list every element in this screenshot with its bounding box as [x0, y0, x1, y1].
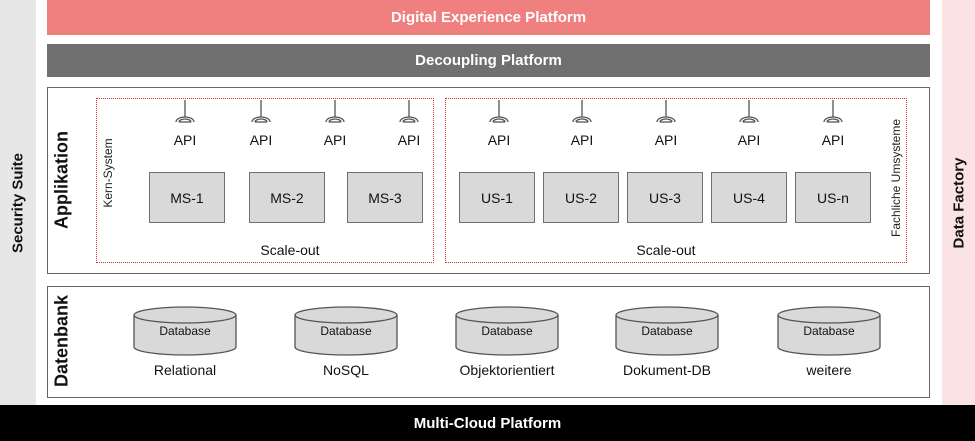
service-box-us-1: US-1 [459, 172, 535, 223]
api-label: API [654, 132, 678, 148]
database-caption: weitere [806, 362, 852, 378]
service-box-us-2: US-2 [543, 172, 619, 223]
database-cylinder-label: Database [320, 324, 372, 338]
database-cylinder: Database [133, 306, 237, 356]
api-label: API [570, 132, 594, 148]
api-antenna-icon [325, 100, 345, 123]
database-cylinder-icon [777, 306, 881, 356]
security-suite-bar: Security Suite [0, 0, 36, 405]
database-cylinder-icon [615, 306, 719, 356]
api-endpoint: API [241, 100, 281, 150]
multi-cloud-platform-bar: Multi-Cloud Platform [0, 405, 975, 441]
decoupling-platform-label: Decoupling Platform [415, 52, 562, 69]
service-label: US-1 [481, 189, 513, 206]
data-factory-bar: Data Factory [942, 0, 975, 405]
database-cylinder-label: Database [803, 324, 855, 338]
fachliche-umsysteme-label: Fachliche Umsysteme [889, 118, 903, 238]
database-cylinder-label: Database [481, 324, 533, 338]
database-cylinder-label: Database [159, 324, 211, 338]
api-antenna-icon [251, 100, 271, 123]
database-cylinder: Database [615, 306, 719, 356]
application-row-label: Applikation [51, 131, 72, 229]
database-cylinder: Database [777, 306, 881, 356]
fachliche-umsysteme-group [445, 98, 907, 263]
api-label: API [249, 132, 273, 148]
database-cylinder: Database [455, 306, 559, 356]
service-box-ms-2: MS-2 [249, 172, 325, 223]
digital-experience-platform-bar: Digital Experience Platform [47, 0, 930, 35]
database-row-label: Datenbank [51, 294, 72, 388]
service-box-ms-1: MS-1 [149, 172, 225, 223]
kern-system-label: Kern-System [101, 138, 115, 208]
database-cylinder-icon [455, 306, 559, 356]
api-antenna-icon [399, 100, 419, 123]
api-antenna-icon [175, 100, 195, 123]
database-cylinder-icon [133, 306, 237, 356]
service-label: US-4 [733, 189, 765, 206]
database-caption: Relational [153, 362, 217, 378]
api-label: API [397, 132, 421, 148]
api-antenna-icon [489, 100, 509, 123]
service-box-us-n: US-n [795, 172, 871, 223]
service-label: MS-1 [170, 189, 204, 206]
api-antenna-icon [739, 100, 759, 123]
api-label: API [737, 132, 761, 148]
service-box-us-4: US-4 [711, 172, 787, 223]
service-box-us-3: US-3 [627, 172, 703, 223]
api-antenna-icon [656, 100, 676, 123]
api-antenna-icon [823, 100, 843, 123]
api-endpoint: API [813, 100, 853, 150]
service-label: MS-3 [368, 189, 402, 206]
kern-scale-out-label: Scale-out [260, 242, 320, 258]
api-label: API [487, 132, 511, 148]
api-label: API [323, 132, 347, 148]
api-endpoint: API [479, 100, 519, 150]
service-label: US-2 [565, 189, 597, 206]
security-suite-label: Security Suite [9, 152, 27, 253]
api-endpoint: API [165, 100, 205, 150]
api-label: API [821, 132, 845, 148]
multi-cloud-platform-label: Multi-Cloud Platform [413, 414, 562, 432]
database-caption: Dokument-DB [623, 362, 711, 378]
api-endpoint: API [729, 100, 769, 150]
decoupling-platform-bar: Decoupling Platform [47, 44, 930, 77]
kern-system-group [96, 98, 434, 263]
api-antenna-icon [572, 100, 592, 123]
service-label: US-n [817, 189, 849, 206]
digital-experience-platform-label: Digital Experience Platform [390, 9, 587, 26]
api-endpoint: API [389, 100, 429, 150]
service-label: US-3 [649, 189, 681, 206]
service-box-ms-3: MS-3 [347, 172, 423, 223]
database-caption: Objektorientiert [459, 362, 555, 378]
api-endpoint: API [315, 100, 355, 150]
database-cylinder: Database [294, 306, 398, 356]
data-factory-label: Data Factory [950, 157, 967, 248]
fach-scale-out-label: Scale-out [636, 242, 696, 258]
database-cylinder-icon [294, 306, 398, 356]
api-endpoint: API [646, 100, 686, 150]
database-caption: NoSQL [323, 362, 369, 378]
api-label: API [173, 132, 197, 148]
database-cylinder-label: Database [641, 324, 693, 338]
service-label: MS-2 [270, 189, 304, 206]
api-endpoint: API [562, 100, 602, 150]
